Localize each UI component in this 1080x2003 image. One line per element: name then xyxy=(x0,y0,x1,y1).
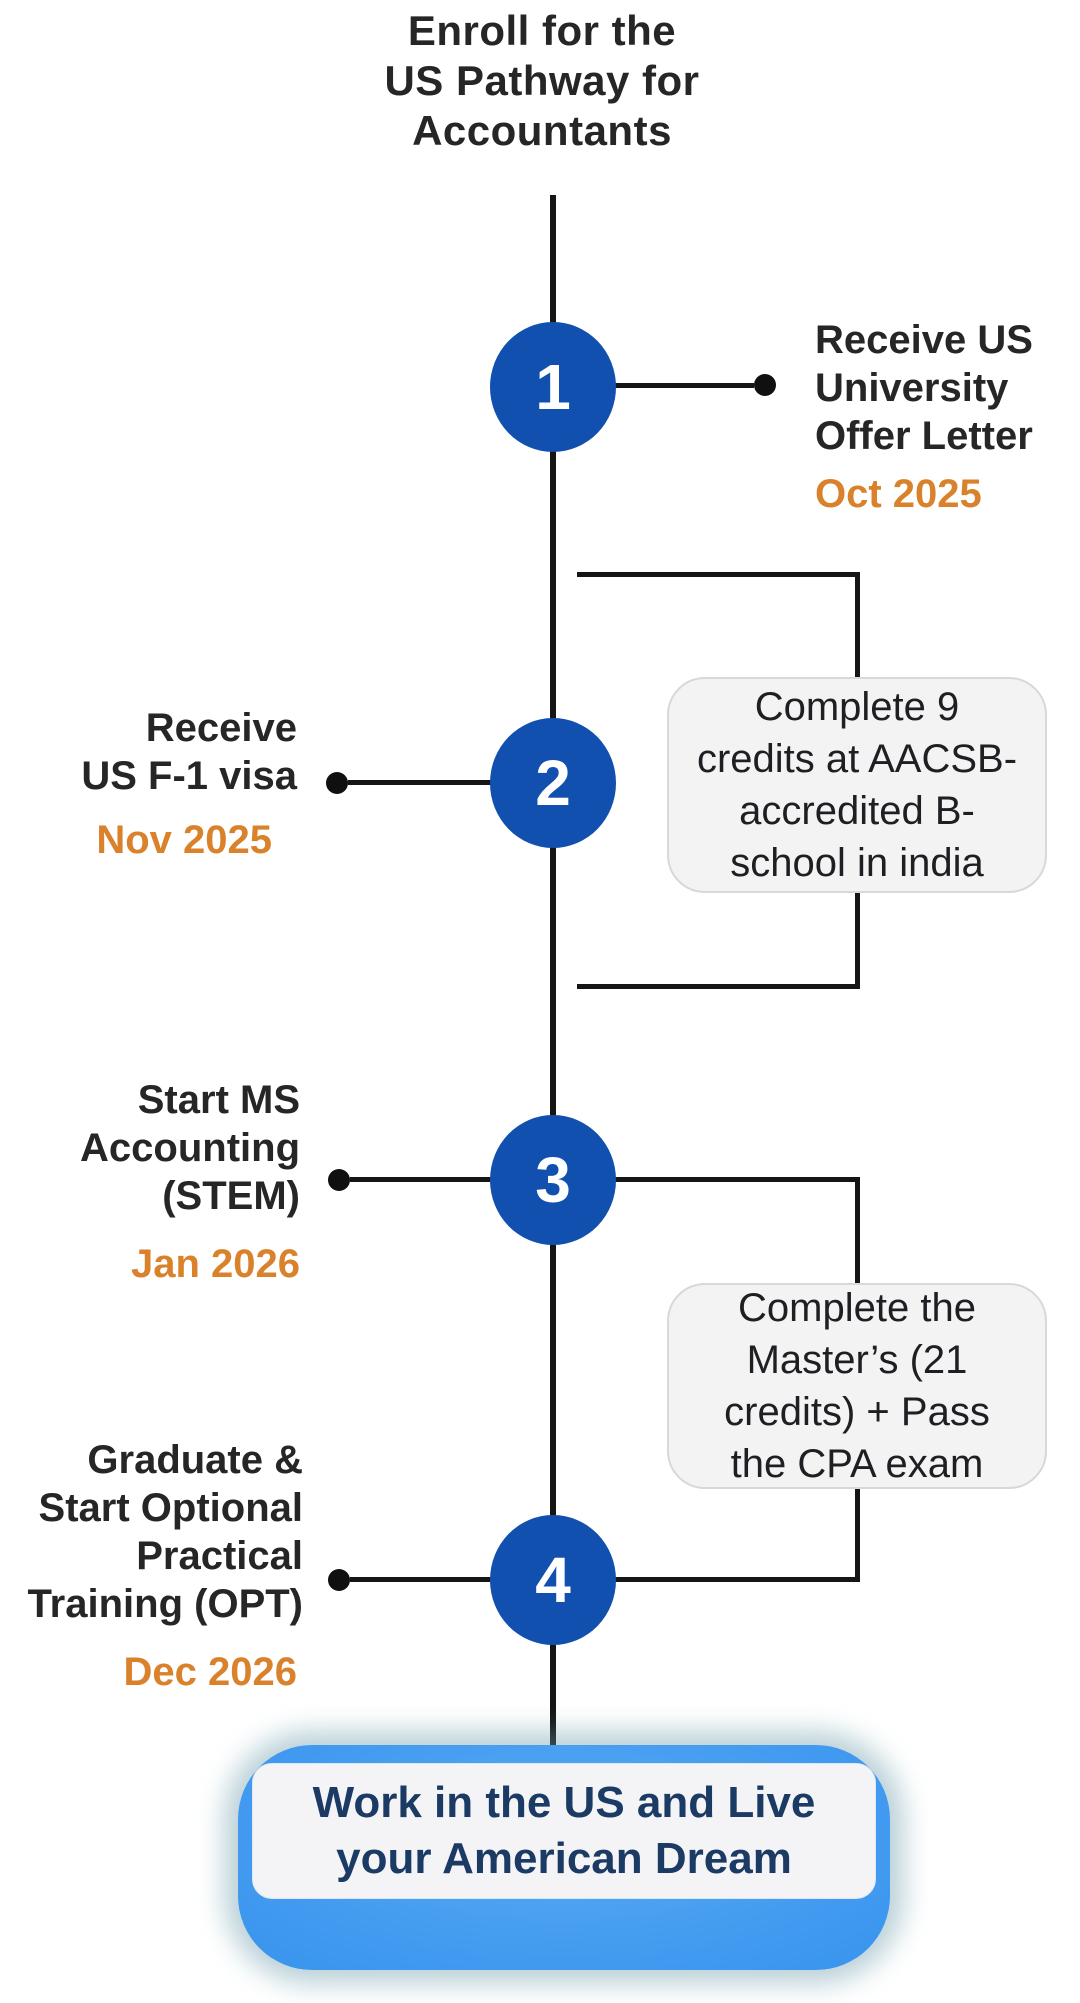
step1-heading-line: University xyxy=(815,366,1009,410)
page-title-line: US Pathway for xyxy=(384,57,700,104)
bracket2-right-lower-line xyxy=(855,1485,860,1582)
step4-number: 4 xyxy=(535,1544,571,1616)
page-title: Enroll for the US Pathway for Accountant… xyxy=(212,6,872,156)
bracket2-bottom-line xyxy=(612,1577,860,1582)
footer-text-line: your American Dream xyxy=(336,1834,792,1883)
step1-heading-line: Offer Letter xyxy=(815,414,1033,458)
step4-circle: 4 xyxy=(490,1515,616,1645)
footer-text-line: Work in the US and Live xyxy=(312,1778,816,1827)
step3-heading-line: Accounting xyxy=(80,1126,300,1170)
callout2-line: the CPA exam xyxy=(730,1442,984,1486)
callout2-line: Complete the xyxy=(738,1286,976,1330)
step1-connector-line xyxy=(612,383,754,388)
step2-heading-line: US F-1 visa xyxy=(81,754,297,798)
step1-connector-dot xyxy=(754,374,776,396)
step2-connector-line xyxy=(348,780,492,785)
footer-card: Work in the US and Live your American Dr… xyxy=(252,1763,876,1899)
step4-label: Graduate & Start Optional Practical Trai… xyxy=(0,1436,303,1696)
bracket1-right-upper-line xyxy=(855,572,860,682)
step1-circle: 1 xyxy=(490,322,616,452)
step4-connector-dot xyxy=(328,1569,350,1591)
step4-heading-line: Practical xyxy=(136,1534,303,1578)
callout-complete-9-credits: Complete 9 credits at AACSB- accredited … xyxy=(667,677,1047,893)
callout1-line: school in india xyxy=(730,841,984,885)
step3-date: Jan 2026 xyxy=(130,1242,300,1286)
step2-connector-dot xyxy=(326,772,348,794)
step2-label: Receive US F-1 visa Nov 2025 xyxy=(17,704,297,864)
page-title-line: Enroll for the xyxy=(407,7,677,54)
step1-heading-line: Receive US xyxy=(815,318,1033,362)
bracket2-top-line xyxy=(612,1177,860,1182)
step4-heading-line: Start Optional xyxy=(38,1486,303,1530)
timeline-spine xyxy=(550,195,556,1763)
bracket1-right-lower-line xyxy=(855,888,860,989)
step3-circle: 3 xyxy=(490,1115,616,1245)
step3-heading-line: (STEM) xyxy=(162,1174,300,1218)
step1-number: 1 xyxy=(535,351,571,423)
callout1-line: accredited B- xyxy=(739,789,975,833)
step4-date: Dec 2026 xyxy=(123,1650,297,1694)
step1-date: Oct 2025 xyxy=(815,472,982,516)
bracket1-bottom-line xyxy=(577,984,860,989)
step3-heading-line: Start MS xyxy=(137,1078,300,1122)
step4-connector-line xyxy=(350,1577,492,1582)
step4-heading-line: Training (OPT) xyxy=(27,1582,303,1626)
step2-heading-line: Receive xyxy=(145,706,297,750)
callout1-line: credits at AACSB- xyxy=(696,737,1018,781)
step2-circle: 2 xyxy=(490,718,616,848)
step2-date: Nov 2025 xyxy=(96,818,272,862)
step2-number: 2 xyxy=(535,747,571,819)
step3-number: 3 xyxy=(535,1144,571,1216)
step3-connector-line xyxy=(350,1177,492,1182)
callout1-line: Complete 9 xyxy=(754,685,960,729)
step3-label: Start MS Accounting (STEM) Jan 2026 xyxy=(0,1076,300,1288)
step3-connector-dot xyxy=(328,1169,350,1191)
page-title-line: Accountants xyxy=(412,107,672,154)
callout2-line: Master’s (21 xyxy=(746,1338,968,1382)
step4-heading-line: Graduate & xyxy=(87,1438,303,1482)
callout-complete-masters-cpa: Complete the Master’s (21 credits) + Pas… xyxy=(667,1283,1047,1489)
bracket2-right-upper-line xyxy=(855,1177,860,1287)
callout2-line: credits) + Pass xyxy=(724,1390,990,1434)
bracket1-top-line xyxy=(577,572,860,577)
step1-label: Receive US University Offer Letter Oct 2… xyxy=(815,316,1080,518)
